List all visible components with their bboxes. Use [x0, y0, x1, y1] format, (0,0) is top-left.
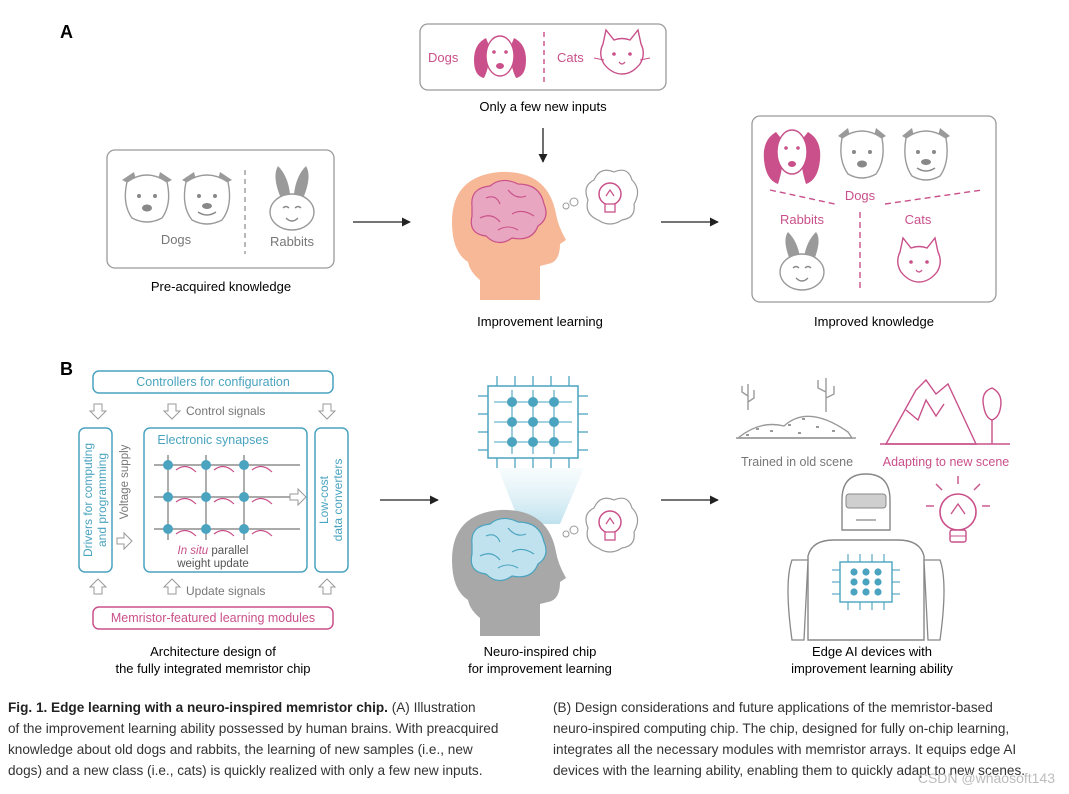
synapse-nodes — [163, 460, 249, 534]
edge-caption-line1: Edge AI devices with — [812, 644, 932, 659]
converters-label-line1: Low-cost — [317, 475, 331, 524]
converters-label-line2: data converters — [331, 459, 345, 542]
drivers-label-line1: Drivers for computing — [81, 443, 95, 557]
bulldog-icon — [902, 128, 950, 181]
lightbulb-icon — [598, 182, 622, 213]
new-input-cats-label: Cats — [557, 50, 584, 65]
caption-text: (A) Illustration — [387, 700, 476, 715]
new-inputs-box: Dogs Cats — [419, 23, 667, 91]
arch-caption-line1: Architecture design of — [150, 644, 276, 659]
improved-cats-label: Cats — [905, 212, 932, 227]
floppy-dog-icon — [474, 35, 526, 78]
new-scene-label: Adapting to new scene — [883, 455, 1010, 469]
caption-line: dogs) and a new class (i.e., cats) is qu… — [8, 763, 483, 778]
pre-dogs-label: Dogs — [161, 232, 192, 247]
cat-icon — [897, 236, 941, 283]
caption-right: (B) Design considerations and future app… — [553, 697, 1063, 781]
improved-dogs-label: Dogs — [845, 188, 876, 203]
bulldog-icon — [182, 172, 232, 225]
watermark: CSDN @whaosoft143 — [917, 770, 1055, 786]
improved-knowledge-box: Dogs Rabbits Cats — [751, 115, 997, 303]
control-signals-label: Control signals — [186, 404, 265, 418]
caption-title: Fig. 1. Edge learning with a neuro-inspi… — [8, 700, 388, 715]
drivers-label-line2: and programming — [95, 453, 109, 547]
bulldog-icon — [122, 172, 172, 223]
caption-line: (B) Design considerations and future app… — [553, 700, 993, 715]
floppy-dog-icon — [763, 129, 821, 184]
chip-icon — [478, 376, 588, 524]
caption-left: Fig. 1. Edge learning with a neuro-inspi… — [8, 697, 528, 781]
mountain-scene-icon — [880, 378, 1010, 445]
desert-scene-icon — [736, 378, 856, 439]
caption-line: knowledge about old dogs and rabbits, th… — [8, 742, 473, 757]
caption-line: Fig. 1. Edge learning with a neuro-inspi… — [8, 697, 528, 718]
robot-icon — [787, 473, 945, 641]
pre-rabbits-label: Rabbits — [270, 234, 315, 249]
controllers-label: Controllers for configuration — [136, 375, 290, 389]
improvement-learning-label: Improvement learning — [477, 314, 603, 329]
chip-caption-line1: Neuro-inspired chip — [484, 644, 597, 659]
caption-line: neuro-inspired computing chip. The chip,… — [553, 721, 1010, 736]
cat-icon — [593, 28, 651, 75]
figure: A Dogs Cats Only a few new inputs — [60, 22, 1010, 676]
caption-line: of the improvement learning ability poss… — [8, 721, 499, 736]
rabbit-icon — [779, 232, 825, 291]
in-situ-label: In situ parallel — [178, 545, 249, 557]
bulldog-icon — [838, 128, 886, 179]
new-inputs-label: Only a few new inputs — [479, 99, 607, 114]
electronic-synapses-label: Electronic synapses — [157, 433, 268, 447]
improved-knowledge-label: Improved knowledge — [814, 314, 934, 329]
update-signals-label: Update signals — [186, 584, 265, 598]
teal-brain-icon — [470, 517, 547, 582]
caption-line: devices with the learning ability, enabl… — [553, 763, 1026, 778]
update-arrows — [175, 465, 273, 537]
old-scene-label: Trained in old scene — [741, 455, 853, 469]
caption-line: integrates all the necessary modules wit… — [553, 742, 1017, 757]
pre-acquired-box: Dogs Rabbits — [106, 149, 335, 269]
lightbulb-icon — [926, 476, 990, 543]
rabbit-icon — [269, 166, 315, 231]
improved-rabbits-label: Rabbits — [780, 212, 825, 227]
new-input-dogs-label: Dogs — [428, 50, 459, 65]
architecture-diagram: Controllers for configuration Control si… — [78, 370, 349, 630]
panel-b-letter: B — [60, 359, 73, 379]
voltage-supply-label: Voltage supply — [119, 444, 131, 519]
lightbulb-icon — [598, 510, 622, 541]
brain-icon — [470, 179, 547, 244]
arch-caption-line2: the fully integrated memristor chip — [115, 661, 310, 676]
edge-caption-line2: improvement learning ability — [791, 661, 953, 676]
weight-update-label: weight update — [176, 558, 249, 570]
memristor-modules-label: Memristor-featured learning modules — [111, 611, 315, 625]
panel-a-letter: A — [60, 22, 73, 42]
pre-acquired-label: Pre-acquired knowledge — [151, 279, 291, 294]
chip-caption-line2: for improvement learning — [468, 661, 612, 676]
